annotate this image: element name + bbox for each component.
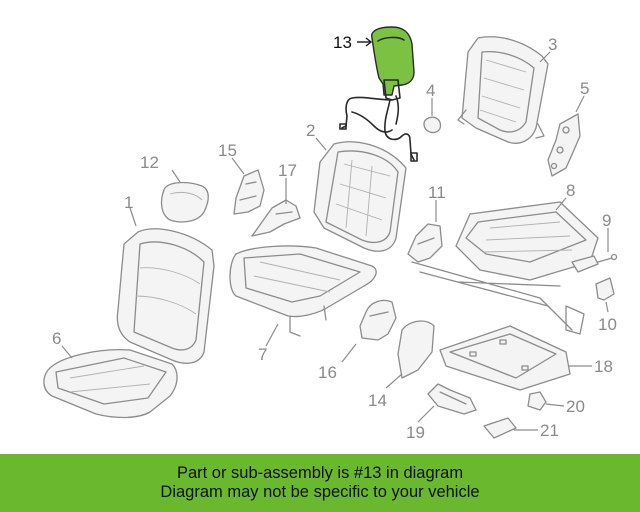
callout-12: 12 [140, 153, 159, 172]
callout-19: 19 [406, 423, 425, 442]
callout-13: 13 [333, 33, 352, 52]
part-12-headrest[interactable] [160, 181, 209, 223]
callout-14: 14 [368, 391, 387, 410]
part-9-clip[interactable] [571, 253, 618, 273]
part-17-side-bracket[interactable] [251, 199, 301, 237]
callout-7: 7 [258, 345, 267, 364]
part-14-side-trim[interactable] [397, 320, 435, 379]
part-2-seatback-pad[interactable] [313, 141, 407, 252]
callout-16: 16 [318, 363, 337, 382]
callout-10: 10 [598, 315, 617, 334]
part-19-release-lever[interactable] [427, 383, 477, 415]
callout-15: 15 [218, 141, 237, 160]
info-banner: Part or sub-assembly is #13 in diagram D… [0, 454, 640, 512]
callout-labels: 13 3 4 5 2 15 17 12 11 8 9 1 10 7 16 18 … [52, 33, 617, 442]
callout-17: 17 [278, 161, 297, 180]
part-13-assembly[interactable] [339, 26, 418, 162]
parts-diagram: 13 3 4 5 2 15 17 12 11 8 9 1 10 7 16 18 … [43, 26, 618, 442]
callout-20: 20 [566, 397, 585, 416]
callout-5: 5 [580, 79, 589, 98]
part-11-latch[interactable] [407, 223, 443, 263]
callout-leaders [61, 37, 609, 431]
part-1-seatback-cover[interactable] [116, 228, 215, 364]
part-15-side-bracket[interactable] [233, 169, 265, 215]
banner-line-disclaimer: Diagram may not be specific to your vehi… [160, 483, 480, 501]
part-7-seat-cushion[interactable] [229, 245, 377, 337]
part-20-hook[interactable] [527, 391, 547, 411]
callout-18: 18 [594, 357, 613, 376]
part-16-side-shield[interactable] [359, 299, 397, 341]
callout-6: 6 [52, 329, 61, 348]
callout-2: 2 [306, 121, 315, 140]
part-21-module[interactable] [483, 417, 517, 439]
part-8-seat-track[interactable] [411, 201, 599, 335]
callout-21: 21 [540, 421, 559, 440]
part-4-plug[interactable] [423, 116, 442, 134]
part-18-base-tray[interactable] [439, 325, 571, 391]
callout-4: 4 [426, 81, 435, 100]
callout-1: 1 [124, 193, 133, 212]
callout-3: 3 [548, 35, 557, 54]
callout-8: 8 [566, 181, 575, 200]
part-3-seatback-frame[interactable] [457, 36, 549, 144]
banner-line-part: Part or sub-assembly is #13 in diagram [176, 464, 464, 482]
part-5-recliner-bracket[interactable] [547, 113, 581, 177]
callout-9: 9 [602, 211, 611, 230]
part-10-bracket[interactable] [595, 277, 615, 301]
callout-11: 11 [428, 183, 446, 202]
part-6-cushion-cover[interactable] [43, 349, 178, 419]
